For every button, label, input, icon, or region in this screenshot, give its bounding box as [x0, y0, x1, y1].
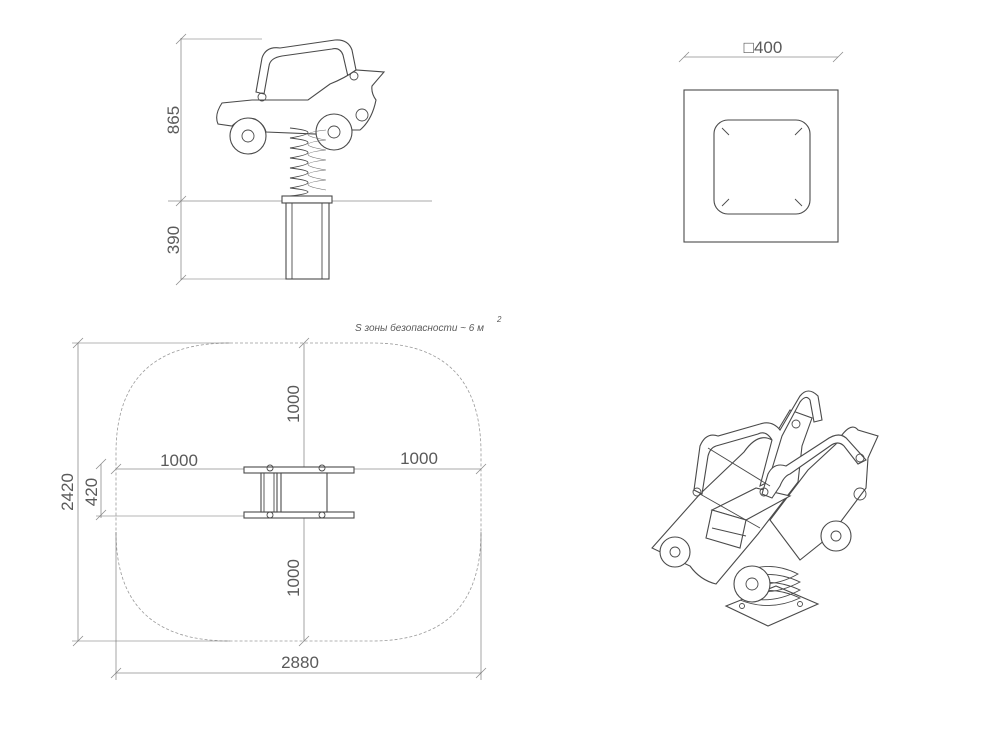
iso-rear-wheel-far	[820, 520, 852, 552]
iso-crossbar	[707, 447, 771, 487]
dimension-zone-inner-height: 420	[82, 478, 101, 506]
safety-zone-label: S зоны безопасности ~ 6 м	[355, 322, 484, 334]
dimension-zone-total-width: 2880	[281, 653, 319, 672]
car-top-view	[243, 464, 355, 519]
iso-rear-wheel	[733, 565, 771, 603]
iso-front-wheel	[659, 536, 691, 568]
dimension-865: 865	[164, 106, 183, 134]
spring-base-plate	[281, 195, 333, 204]
iso-rear-side-panel	[769, 426, 879, 561]
side-elevation-view: 865 390	[164, 33, 432, 286]
dimension-zone-bottom: 1000	[284, 559, 303, 597]
safety-zone-plan: S зоны безопасности ~ 6 м 2 1000 1000 10…	[58, 315, 502, 680]
dimension-zone-top: 1000	[284, 385, 303, 423]
iso-emblem-icon	[853, 487, 867, 501]
isometric-view	[651, 390, 879, 627]
footing-plan-view: □400	[678, 38, 844, 243]
dimension-square-400: □400	[744, 38, 783, 57]
iso-handlebar-near	[693, 390, 823, 495]
dimension-zone-right: 1000	[400, 449, 438, 468]
dimension-zone-total-height: 2420	[58, 473, 77, 511]
ground-post	[285, 202, 330, 280]
car-front-wheel	[315, 113, 353, 151]
base-plate-outline	[713, 119, 811, 215]
car-rear-wheel	[229, 117, 267, 155]
safety-zone-outline	[115, 342, 482, 642]
dimension-zone-left: 1000	[160, 451, 198, 470]
safety-zone-superscript: 2	[496, 315, 502, 324]
dimension-390: 390	[164, 226, 183, 254]
spring	[289, 127, 309, 197]
car-emblem-icon	[355, 108, 369, 122]
iso-handlebar-far	[761, 434, 867, 499]
